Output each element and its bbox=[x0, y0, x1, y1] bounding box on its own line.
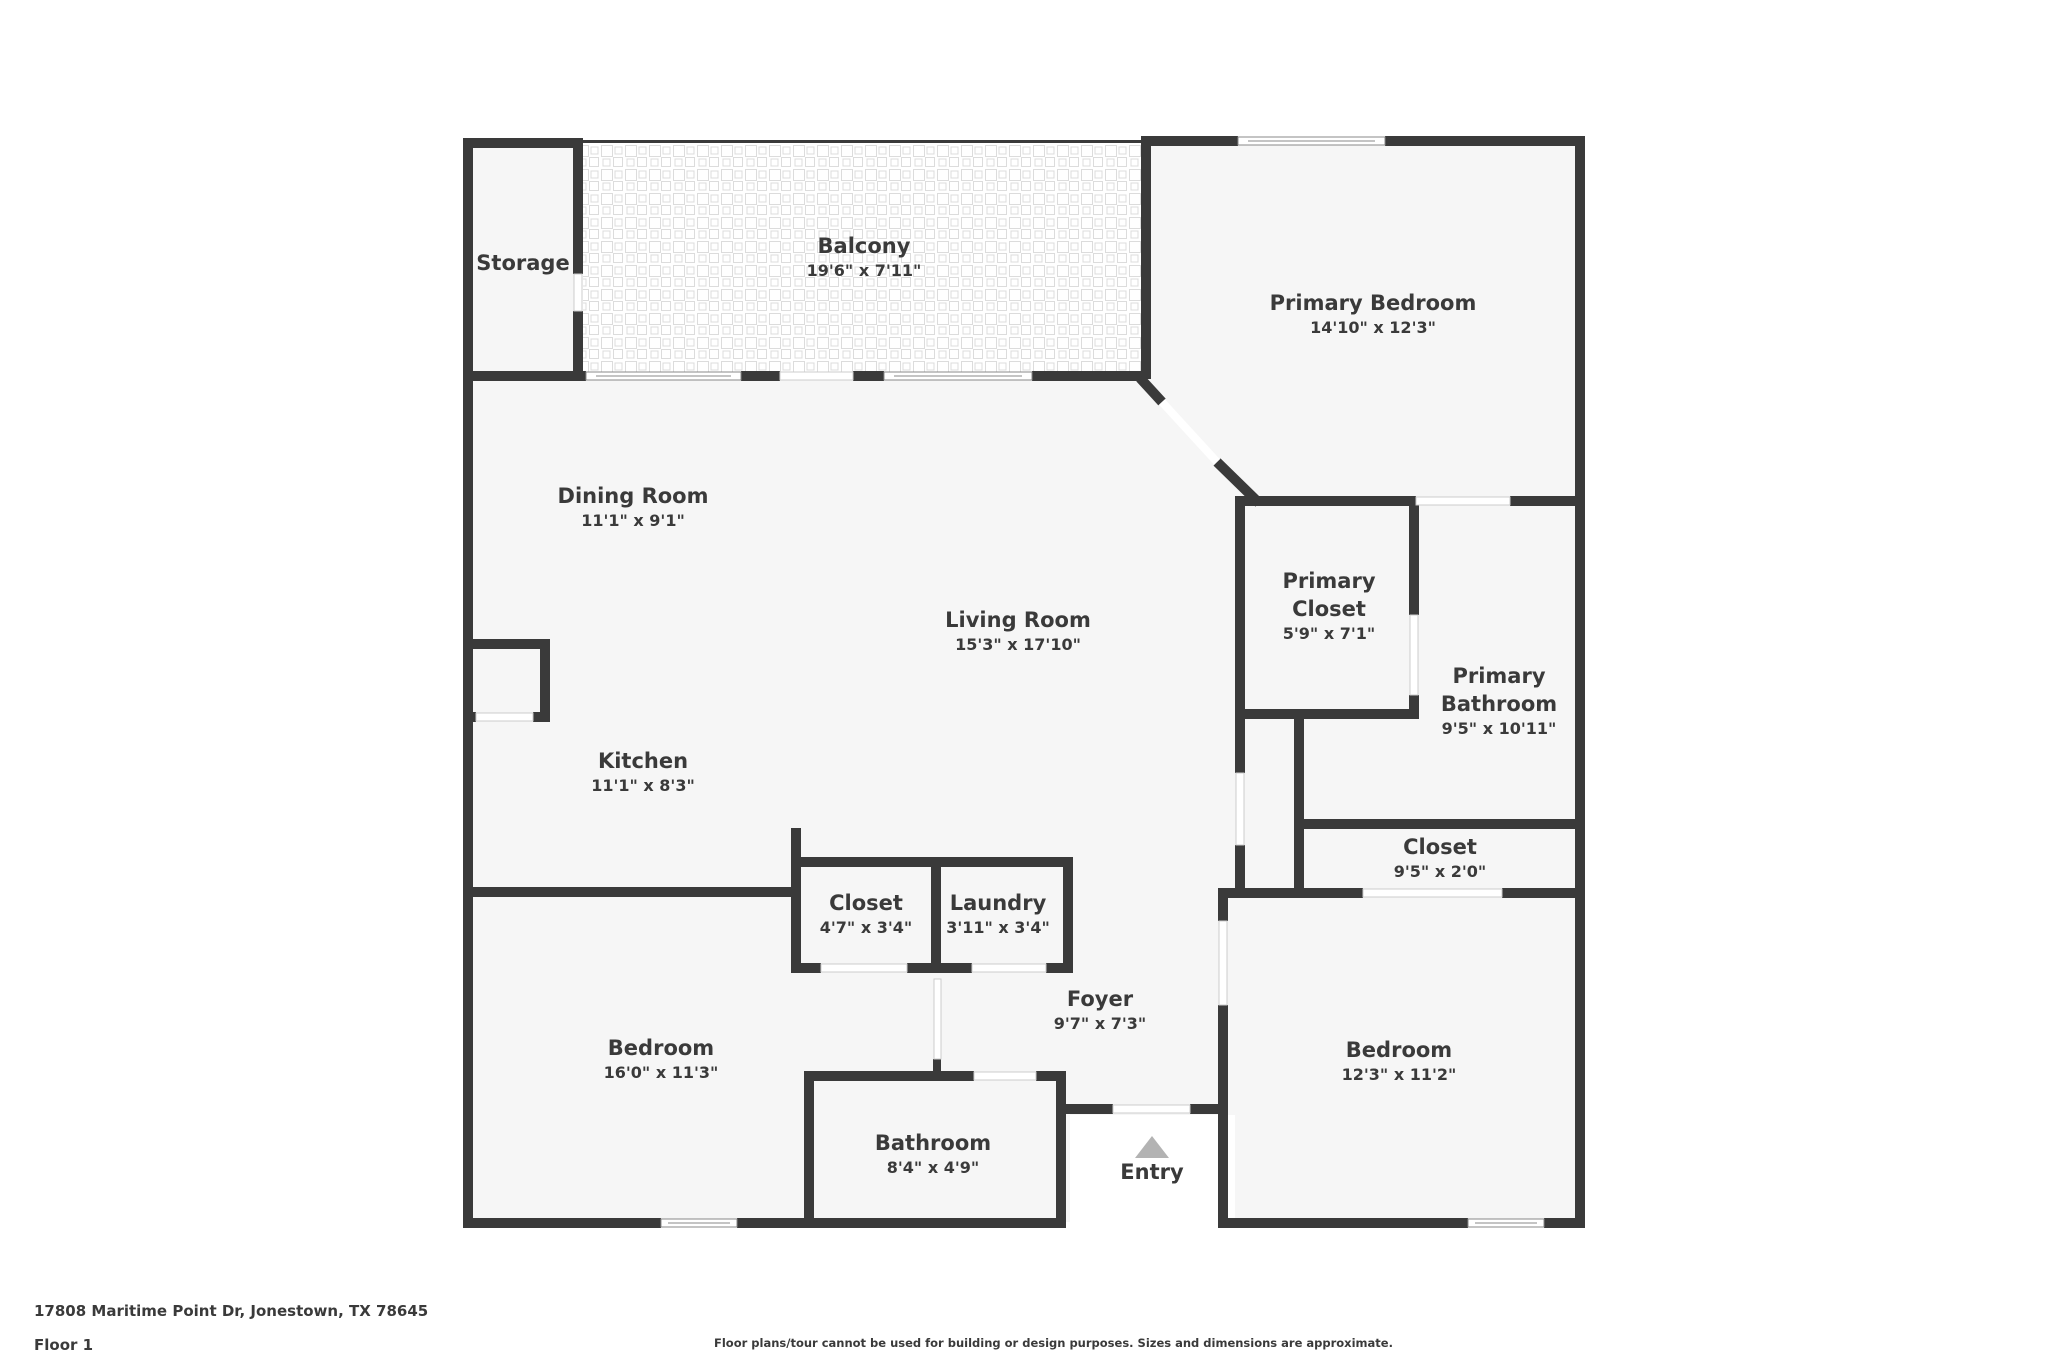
disclaimer: Floor plans/tour cannot be used for buil… bbox=[714, 1336, 1393, 1350]
bedroom1-door bbox=[933, 978, 942, 1060]
floor-fills bbox=[468, 141, 1580, 1230]
windows bbox=[585, 136, 1545, 1228]
property-address: 17808 Maritime Point Dr, Jonestown, TX 7… bbox=[34, 1302, 429, 1320]
pantry-door bbox=[475, 712, 534, 722]
walls bbox=[463, 136, 1585, 1228]
room-label-living-room: Living Room 15'3" x 17'10" bbox=[945, 606, 1091, 656]
entry-text: Entry bbox=[1120, 1160, 1184, 1184]
primary-bath-door bbox=[1415, 496, 1511, 506]
room-name: Bedroom bbox=[1345, 1038, 1453, 1062]
room-dimensions: 14'10" x 12'3" bbox=[1310, 318, 1436, 337]
room-name: Laundry bbox=[949, 891, 1047, 915]
primary-closet-door bbox=[1409, 614, 1419, 696]
storage-floor bbox=[468, 143, 578, 376]
room-label-primary-bedroom: Primary Bedroom 14'10" x 12'3" bbox=[1270, 289, 1477, 339]
bedroom2-door bbox=[1218, 920, 1228, 1006]
room-name: Dining Room bbox=[557, 484, 709, 508]
room-dimensions: 12'3" x 11'2" bbox=[1341, 1065, 1457, 1084]
closet-door bbox=[820, 963, 908, 973]
hall-door bbox=[1235, 772, 1245, 846]
balcony-floor bbox=[583, 141, 1145, 376]
room-name: Bathroom bbox=[874, 1131, 992, 1155]
room-name-line1: Primary bbox=[1282, 569, 1376, 593]
room-name: Foyer bbox=[1066, 987, 1134, 1011]
room-dimensions: 11'1" x 9'1" bbox=[581, 511, 685, 530]
room-name: Closet bbox=[829, 891, 903, 915]
openings bbox=[475, 273, 1511, 1114]
diagonal-door bbox=[1159, 399, 1220, 465]
front-door bbox=[1112, 1104, 1191, 1114]
room-label-closet-hall: Closet 9'5" x 2'0" bbox=[1394, 833, 1486, 883]
main-floor bbox=[468, 376, 1580, 1222]
balcony-door bbox=[779, 371, 854, 381]
room-dimensions: 11'1" x 8'3" bbox=[591, 776, 695, 795]
room-label-bathroom: Bathroom 8'4" x 4'9" bbox=[875, 1129, 991, 1179]
room-label-kitchen: Kitchen 11'1" x 8'3" bbox=[591, 747, 695, 797]
room-dimensions: 16'0" x 11'3" bbox=[603, 1063, 719, 1082]
room-name: Kitchen bbox=[597, 749, 689, 773]
primary-bedroom-floor bbox=[1146, 143, 1580, 500]
room-name: Closet bbox=[1403, 835, 1477, 859]
room-name: Storage bbox=[476, 251, 570, 275]
room-dimensions: 15'3" x 17'10" bbox=[955, 635, 1081, 654]
room-name: Balcony bbox=[817, 234, 911, 258]
room-name-line2: Bathroom bbox=[1440, 692, 1558, 716]
room-name-line2: Closet bbox=[1292, 597, 1366, 621]
storage-door bbox=[573, 273, 583, 312]
room-dimensions: 9'5" x 10'11" bbox=[1441, 719, 1557, 738]
room-name: Primary Bedroom bbox=[1269, 291, 1477, 315]
room-label-bedroom-2: Bedroom 12'3" x 11'2" bbox=[1342, 1036, 1457, 1086]
closet-hall-door bbox=[1362, 888, 1503, 898]
room-label-balcony: Balcony 19'6" x 7'11" bbox=[807, 232, 922, 282]
room-label-closet-foyer: Closet 4'7" x 3'4" bbox=[820, 889, 912, 939]
room-dimensions: 8'4" x 4'9" bbox=[886, 1158, 980, 1177]
room-dimensions: 9'5" x 2'0" bbox=[1393, 862, 1487, 881]
laundry-door bbox=[971, 963, 1047, 973]
room-dimensions: 4'7" x 3'4" bbox=[819, 918, 913, 937]
room-label-foyer: Foyer 9'7" x 7'3" bbox=[1054, 985, 1146, 1035]
room-dimensions: 3'11" x 3'4" bbox=[946, 918, 1050, 937]
triangle-up-icon bbox=[1135, 1136, 1169, 1158]
room-dimensions: 5'9" x 7'1" bbox=[1282, 624, 1376, 643]
room-name: Living Room bbox=[945, 608, 1091, 632]
bathroom-door bbox=[973, 1071, 1037, 1081]
room-label-primary-closet: Primary Closet 5'9" x 7'1" bbox=[1282, 567, 1375, 645]
room-label-dining-room: Dining Room 11'1" x 9'1" bbox=[558, 482, 709, 532]
room-label-bedroom-1: Bedroom 16'0" x 11'3" bbox=[604, 1034, 719, 1084]
room-dimensions: 19'6" x 7'11" bbox=[806, 261, 922, 280]
room-name-line1: Primary bbox=[1452, 664, 1546, 688]
room-name: Bedroom bbox=[607, 1036, 715, 1060]
room-label-laundry: Laundry 3'11" x 3'4" bbox=[946, 889, 1050, 939]
room-label-storage: Storage bbox=[476, 249, 569, 277]
floor-label: Floor 1 bbox=[34, 1336, 94, 1354]
entry-label: Entry bbox=[1120, 1160, 1183, 1184]
room-label-primary-bathroom: Primary Bathroom 9'5" x 10'11" bbox=[1441, 662, 1557, 740]
room-dimensions: 9'7" x 7'3" bbox=[1053, 1014, 1147, 1033]
